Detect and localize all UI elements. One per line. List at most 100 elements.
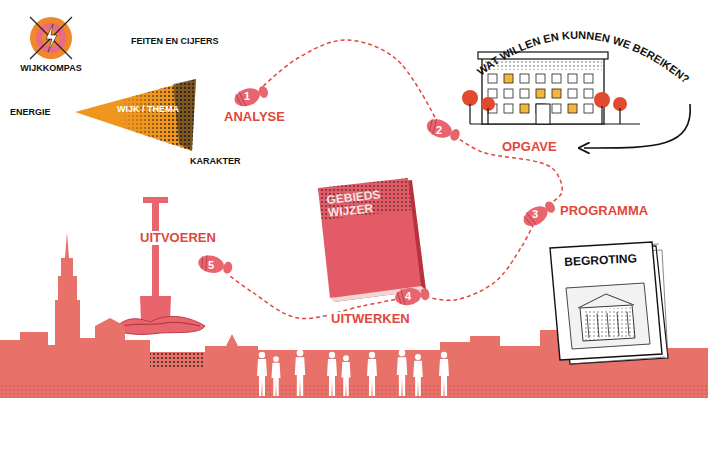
person-silhouette — [341, 355, 350, 396]
step-footprint-part — [420, 288, 431, 301]
step-footprint-part — [543, 200, 557, 215]
person-silhouette — [367, 352, 377, 396]
person-silhouette — [272, 356, 281, 396]
step-label: ANALYSE — [222, 110, 287, 124]
budget-book-part — [597, 313, 599, 337]
window — [504, 74, 513, 83]
guide-book-part — [318, 178, 421, 298]
budget-book-part — [583, 307, 635, 341]
guide-book-part — [318, 178, 412, 220]
budget-book-part — [607, 313, 609, 337]
theme-label: FEITEN EN CIJFERS — [131, 37, 219, 47]
step-footprint-outline — [395, 286, 429, 306]
step-label: UITVOEREN — [138, 231, 218, 245]
building-illustration-part-part — [601, 106, 602, 124]
compass-icon: WIJKKOMPAS — [29, 16, 73, 60]
step-footprint-part — [520, 198, 558, 231]
step-number: 3 — [522, 208, 548, 220]
step-footprint: 5UITVOEREN — [198, 255, 232, 275]
window — [568, 89, 577, 98]
compass-icon-part — [46, 24, 57, 52]
compass-icon-part — [30, 17, 72, 59]
step-footprint-part — [222, 261, 233, 275]
window — [520, 74, 529, 83]
arc-question-path: WAT WILLEN EN KUNNEN WE BEREIKEN? — [475, 29, 692, 85]
step-footprint: 4UITWERKEN — [395, 286, 429, 306]
dashed-route — [429, 224, 534, 300]
building-illustration-part — [584, 104, 690, 148]
window — [536, 74, 545, 83]
step-footprint-part — [197, 253, 234, 277]
shovel-illustration-part — [143, 197, 168, 203]
step-footprint-part — [232, 83, 270, 110]
window — [584, 104, 593, 113]
node-label: WIJK / THEMA — [117, 105, 179, 115]
person-silhouette — [257, 352, 267, 396]
building-illustration-part — [484, 60, 602, 70]
step-footprint-part — [257, 85, 269, 99]
step-footprint-outline — [426, 120, 460, 140]
window — [504, 89, 513, 98]
budget-book-part — [566, 283, 650, 349]
person-silhouette — [295, 350, 306, 396]
shovel-illustration-part — [120, 322, 200, 327]
building-illustration-part-part — [487, 108, 488, 124]
guide-book: GEBIEDS WIJZER — [308, 180, 426, 302]
step-footprint: 1ANALYSE — [234, 86, 268, 106]
step-footprint-outline — [198, 255, 232, 275]
skyline-illustration-part — [0, 384, 708, 398]
budget-book-part — [580, 305, 635, 341]
theme-triangle-part — [75, 79, 196, 151]
window — [568, 74, 577, 83]
theme-triangle-part — [173, 79, 196, 151]
theme-triangle-part — [75, 79, 196, 151]
node-label: WIJKKOMPAS — [19, 64, 83, 74]
window — [584, 89, 593, 98]
dashed-route — [460, 140, 562, 204]
building-illustration-part — [482, 58, 604, 124]
shovel-illustration — [114, 197, 205, 334]
window — [568, 104, 577, 113]
person-silhouette — [397, 350, 408, 396]
step-label: PROGRAMMA — [558, 204, 650, 218]
building-illustration-part-part — [469, 104, 470, 124]
step-number: 5 — [198, 259, 224, 271]
theme-label: ENERGIE — [10, 108, 51, 118]
window — [520, 89, 529, 98]
step-footprint: 3PROGRAMMA — [522, 204, 556, 224]
skyline-illustration-part — [257, 350, 449, 396]
compass-icon-outline — [29, 16, 73, 60]
step-footprint-part — [232, 85, 262, 109]
budget-book: BEGROTING — [540, 238, 672, 366]
shovel-illustration-part — [114, 316, 205, 334]
step-footprint-part — [394, 286, 422, 306]
step-number: 2 — [426, 124, 452, 136]
step-footprint-part — [200, 254, 209, 271]
window — [552, 74, 561, 83]
window — [536, 89, 545, 98]
theme-triangle: WIJK / THEMA — [75, 78, 199, 154]
building-illustration — [462, 39, 704, 148]
step-footprint-part — [424, 116, 454, 142]
arc-question: WAT WILLEN EN KUNNEN WE BEREIKEN? — [475, 29, 692, 85]
step-number: 4 — [395, 290, 421, 302]
step-number: 1 — [234, 90, 260, 102]
skyline-illustration-part — [150, 352, 205, 368]
window — [488, 74, 497, 83]
step-footprint-part — [424, 116, 462, 145]
budget-book-part — [578, 294, 634, 308]
step-footprint-outline — [234, 86, 268, 106]
building-illustration-part-part — [619, 108, 620, 124]
person-silhouette — [413, 354, 423, 396]
step-footprint-part — [397, 289, 405, 306]
budget-book-part — [587, 314, 589, 338]
budget-book-part — [617, 312, 619, 336]
window — [552, 104, 561, 113]
step-footprint-part — [197, 253, 226, 275]
step-label: OPGAVE — [500, 140, 559, 154]
window — [488, 89, 497, 98]
building-illustration-part — [478, 52, 608, 59]
building-illustration-part-part — [462, 90, 478, 106]
budget-book-part — [550, 242, 662, 360]
